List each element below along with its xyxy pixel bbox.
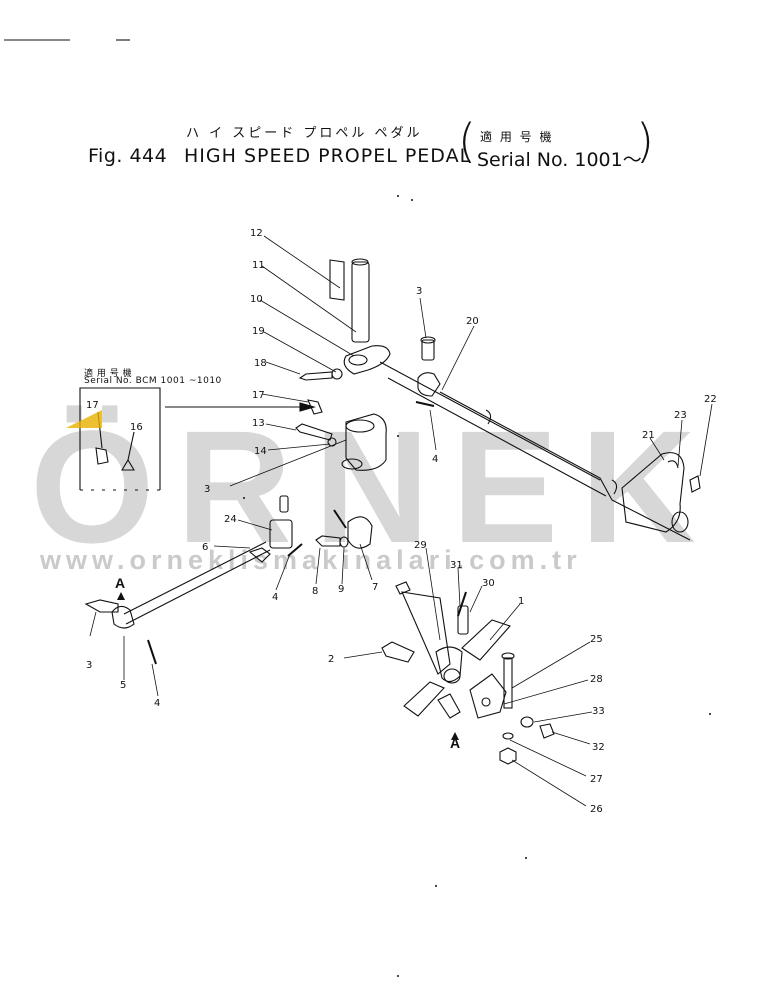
inset-callout: 16	[130, 422, 143, 433]
watermark-url: www.orneklismakinalari.com.tr	[40, 545, 582, 575]
figure-title: HIGH SPEED PROPEL PEDAL	[184, 145, 472, 167]
callout: 32	[592, 742, 605, 753]
callout-numbers: 12 11 10 19 18 17 13 14 3 24 6 4 8 9 7 3…	[86, 228, 717, 815]
callout: 11	[252, 260, 265, 271]
callout: 17	[252, 390, 265, 401]
callout: 21	[642, 430, 655, 441]
pin-4-top	[415, 401, 435, 407]
clevis-5	[111, 605, 135, 629]
part-22	[689, 475, 701, 493]
nut-26	[499, 747, 517, 765]
callout: 2	[328, 654, 334, 665]
inset-serial-jp: 適 用 号 機	[84, 369, 133, 379]
block-assy	[345, 413, 387, 471]
inset-part-16	[121, 458, 135, 471]
title-japanese: ハ イ スピード プロペル ペダル	[186, 126, 423, 141]
callout: 3	[416, 286, 422, 297]
part-23	[667, 460, 679, 469]
bolt-13	[295, 423, 333, 441]
callout: 22	[704, 394, 717, 405]
callout: 26	[590, 804, 603, 815]
figure-number: Fig. 444	[88, 145, 168, 167]
callout: 28	[590, 674, 603, 685]
pin-31	[457, 591, 467, 617]
bolt-3-left	[84, 599, 119, 613]
callout: 4	[272, 592, 278, 603]
bolt-8	[315, 535, 341, 547]
callout: 19	[252, 326, 265, 337]
watermark-brand: ÖRNEK	[30, 397, 718, 576]
pin-4-mid	[287, 543, 303, 557]
callout: 8	[312, 586, 318, 597]
bolt-3-top	[421, 339, 435, 361]
callout: 6	[202, 542, 208, 553]
pedal-pad-upper	[461, 619, 511, 661]
pin-4-left	[147, 639, 157, 665]
callout: 20	[466, 316, 479, 327]
bolt-25	[503, 657, 513, 709]
view-label-a-right: A	[450, 735, 460, 751]
nut-32	[539, 723, 555, 739]
bracket-28	[469, 673, 507, 719]
pedal-pad-lower	[403, 681, 445, 717]
bolt-2	[381, 641, 415, 663]
callout: 30	[482, 578, 495, 589]
callout: 12	[250, 228, 263, 239]
washer-19	[331, 368, 343, 380]
callout: 10	[250, 294, 263, 305]
right-paren: )	[636, 114, 654, 168]
block-24	[269, 519, 293, 549]
callout: 14	[254, 446, 267, 457]
washer-33	[520, 716, 534, 728]
washer-27	[502, 732, 514, 740]
callout: 1	[518, 596, 524, 607]
view-label-a-left: A	[115, 575, 125, 591]
serial-number: Serial No. 1001～	[477, 149, 642, 171]
callout: 27	[590, 774, 603, 785]
inset-callout: 17	[86, 400, 99, 411]
callout: 5	[120, 680, 126, 691]
accent-triangle	[66, 410, 102, 428]
lever-21	[621, 452, 685, 533]
callout: 29	[414, 540, 427, 551]
inset-serial-en: Serial No. BCM 1001 ~1010	[84, 376, 222, 386]
callout: 24	[224, 514, 237, 525]
washer-14	[327, 437, 337, 447]
clevis-20	[417, 372, 441, 397]
callout: 23	[674, 410, 687, 421]
callout: 3	[86, 660, 92, 671]
leader-lines	[89, 235, 713, 807]
inset-part-17	[95, 447, 109, 465]
part-17	[307, 399, 323, 415]
pedal-arm-29	[401, 591, 451, 675]
serial-japanese: 適 用 号 機	[480, 130, 554, 144]
callout: 33	[592, 706, 605, 717]
bolt-18	[298, 371, 333, 381]
callout: 4	[154, 698, 160, 709]
callout: 31	[450, 560, 463, 571]
key-12	[329, 259, 345, 301]
part-30	[457, 605, 469, 635]
nut-6	[248, 547, 271, 563]
scan-specks	[243, 195, 711, 977]
shaft-11	[351, 261, 370, 343]
washer-9	[339, 536, 349, 548]
callout: 9	[338, 584, 344, 595]
left-paren: (	[458, 114, 476, 168]
callout: 13	[252, 418, 265, 429]
callout: 25	[590, 634, 603, 645]
callout: 7	[372, 582, 378, 593]
collar-7	[347, 516, 373, 549]
callout: 4	[432, 454, 438, 465]
callout: 3	[204, 484, 210, 495]
callout: 18	[254, 358, 267, 369]
